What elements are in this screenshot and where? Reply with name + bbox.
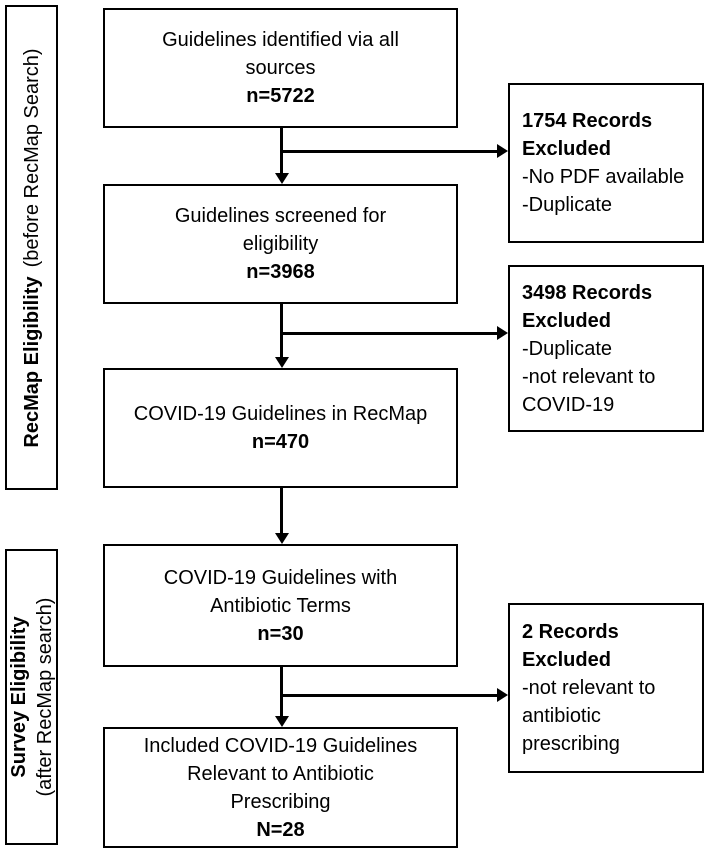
exclusion-count-line: 2 Records	[522, 621, 619, 643]
flow-box-count: n=470	[251, 431, 310, 453]
flow-box-line: COVID-19 Guidelines in RecMap	[133, 403, 428, 425]
exclusion-excluded-line: Excluded	[522, 649, 611, 671]
flow-box-count: N=28	[256, 818, 305, 841]
right-arrow-head-2	[497, 326, 508, 340]
flow-box-line: Prescribing	[230, 790, 331, 813]
right-arrow-head-1	[497, 144, 508, 158]
flow-box-line: Guidelines identified via all	[162, 29, 399, 51]
side-label-recmap-bold: RecMap Eligibility	[20, 275, 43, 448]
flow-box-line: Relevant to Antibiotic	[187, 762, 374, 785]
exclusion-reason: COVID-19	[522, 393, 615, 416]
down-arrow-line-4	[280, 667, 283, 717]
exclusion-reason: -Duplicate	[522, 337, 613, 360]
right-arrow-line-3	[281, 694, 497, 697]
exclusion-count-line: 3498 Records	[522, 281, 653, 304]
flow-box-covid-guidelines-recmap: COVID-19 Guidelines in RecMap n=470	[103, 368, 458, 488]
flow-box-count: n=30	[257, 622, 304, 645]
exclusion-count-line: 1754 Records	[522, 110, 653, 132]
side-label-survey-regular: (after RecMap search)	[33, 597, 56, 797]
flow-box-count: n=3968	[246, 261, 315, 283]
exclusion-box-1754-records: 1754 Records Excluded -No PDF available …	[508, 83, 704, 243]
down-arrow-head-3	[275, 533, 289, 544]
exclusion-reason: -Duplicate	[522, 194, 613, 216]
exclusion-box-2-records: 2 Records Excluded -not relevant to anti…	[508, 603, 704, 773]
exclusion-reason: antibiotic	[522, 705, 601, 727]
right-arrow-head-3	[497, 688, 508, 702]
flow-box-guidelines-identified: Guidelines identified via all sources n=…	[103, 8, 458, 128]
flow-box-line: COVID-19 Guidelines with	[163, 566, 398, 589]
exclusion-box-3498-records: 3498 Records Excluded -Duplicate -not re…	[508, 265, 704, 432]
right-arrow-line-2	[281, 332, 497, 335]
down-arrow-head-1	[275, 173, 289, 184]
flow-box-line: Antibiotic Terms	[210, 594, 351, 617]
down-arrow-head-4	[275, 716, 289, 727]
side-label-recmap-eligibility: RecMap Eligibility (before RecMap Search)	[19, 48, 45, 447]
right-arrow-line-1	[281, 150, 497, 153]
flow-box-line: sources	[245, 57, 316, 79]
flow-box-line: eligibility	[242, 233, 319, 255]
flow-box-covid-guidelines-antibiotic-terms: COVID-19 Guidelines with Antibiotic Term…	[103, 544, 458, 667]
side-label-survey-eligibility: Survey Eligibility (after RecMap search)	[6, 598, 58, 797]
flow-box-guidelines-screened: Guidelines screened for eligibility n=39…	[103, 184, 458, 304]
flow-box-included-guidelines: Included COVID-19 Guidelines Relevant to…	[103, 727, 458, 848]
down-arrow-line-3	[280, 488, 283, 534]
exclusion-excluded-line: Excluded	[522, 138, 611, 160]
exclusion-reason: prescribing	[522, 733, 620, 755]
side-label-survey-bold: Survey Eligibility	[7, 616, 30, 778]
exclusion-reason: -not relevant to	[522, 677, 656, 699]
flow-box-line: Guidelines screened for	[174, 205, 387, 227]
side-label-box-recmap-eligibility: RecMap Eligibility (before RecMap Search)	[5, 5, 58, 490]
flow-box-line: Included COVID-19 Guidelines	[143, 734, 418, 757]
down-arrow-head-2	[275, 357, 289, 368]
side-label-recmap-regular: (before RecMap Search)	[20, 47, 43, 267]
exclusion-reason: -No PDF available	[522, 166, 685, 188]
side-label-box-survey-eligibility: Survey Eligibility (after RecMap search)	[5, 549, 58, 845]
flow-box-count: n=5722	[246, 85, 315, 107]
exclusion-excluded-line: Excluded	[522, 309, 611, 332]
down-arrow-line-2	[280, 304, 283, 357]
exclusion-reason: -not relevant to	[522, 365, 656, 388]
